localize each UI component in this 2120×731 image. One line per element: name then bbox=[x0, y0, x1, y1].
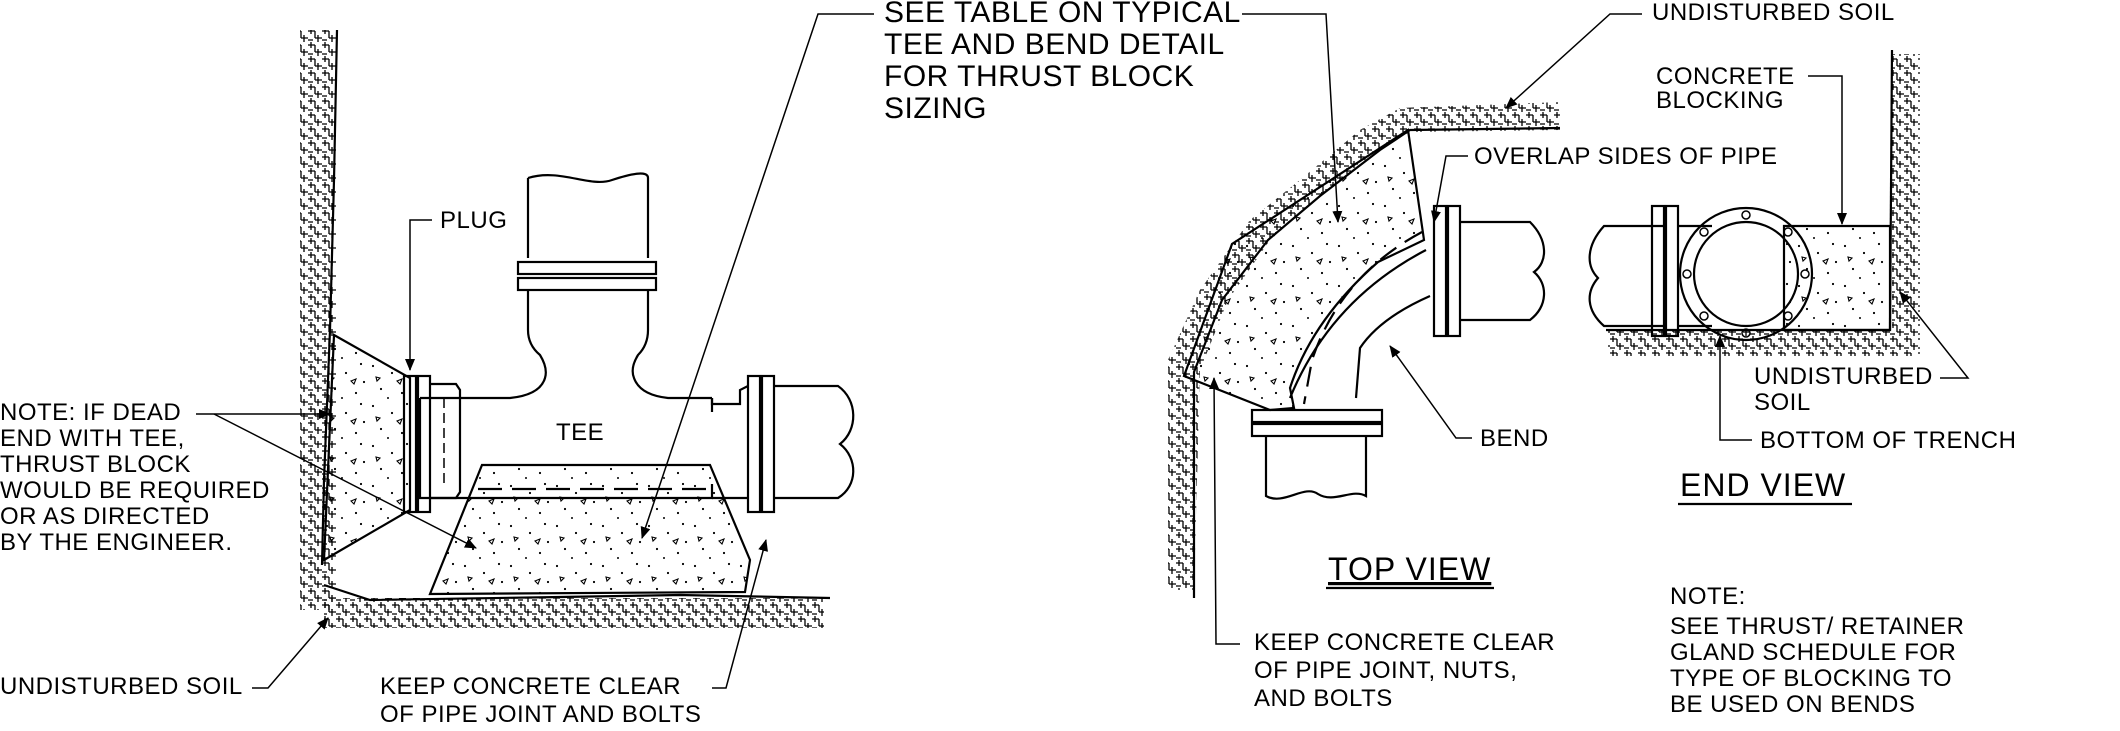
trench-wall-line bbox=[320, 29, 339, 566]
top-view: UNDISTURBED SOIL OVERLAP SIDES OF PIPE B… bbox=[1168, 0, 1895, 712]
plug-flange-1 bbox=[402, 374, 418, 514]
top-flange-b1 bbox=[1250, 408, 1384, 424]
keep-clear-line-1: KEEP CONCRETE CLEAR bbox=[380, 673, 681, 700]
end-soil-wall bbox=[1892, 54, 1920, 330]
undisturbed-soil-label: UNDISTURBED SOIL bbox=[0, 673, 243, 700]
top-pipe-bottom bbox=[1264, 436, 1368, 500]
plug-label: PLUG bbox=[440, 207, 507, 234]
svg-text:NOTE: IF DEAD: NOTE: IF DEAD bbox=[0, 399, 181, 426]
svg-text:FOR THRUST BLOCK: FOR THRUST BLOCK bbox=[884, 60, 1194, 93]
dead-end-note: NOTE: IF DEAD END WITH TEE, THRUST BLOCK… bbox=[0, 399, 270, 556]
end-pipe bbox=[1588, 224, 1664, 328]
concrete-block-plug bbox=[322, 333, 412, 562]
right-flange-2 bbox=[760, 374, 776, 514]
svg-text:END WITH TEE,: END WITH TEE, bbox=[0, 425, 185, 452]
svg-text:GLAND SCHEDULE FOR: GLAND SCHEDULE FOR bbox=[1670, 639, 1956, 666]
right-pipe bbox=[774, 384, 855, 500]
tee-detail: TEE PLUG NOTE: IF DEAD END WITH TEE, THR… bbox=[0, 29, 855, 728]
concrete-blocking-1: CONCRETE bbox=[1656, 63, 1795, 90]
concrete-block-tee bbox=[428, 463, 752, 596]
keep-clear-line-2: OF PIPE JOINT AND BOLTS bbox=[380, 701, 701, 726]
end-concrete-block bbox=[1782, 224, 1892, 332]
end-flange-1 bbox=[1650, 204, 1666, 338]
svg-text:SEE TABLE ON TYPICAL: SEE TABLE ON TYPICAL bbox=[884, 0, 1241, 29]
top-keep-clear-2: OF PIPE JOINT, NUTS, bbox=[1254, 657, 1517, 684]
svg-text:TYPE OF BLOCKING TO: TYPE OF BLOCKING TO bbox=[1670, 665, 1952, 692]
svg-text:THRUST BLOCK: THRUST BLOCK bbox=[0, 451, 191, 478]
svg-text:TEE AND BEND DETAIL: TEE AND BEND DETAIL bbox=[884, 28, 1225, 61]
trench-bottom-line bbox=[323, 583, 831, 602]
concrete-blocking-2: BLOCKING bbox=[1656, 87, 1784, 114]
svg-text:SIZING: SIZING bbox=[884, 92, 987, 125]
bottom-of-trench-label: BOTTOM OF TRENCH bbox=[1760, 427, 2016, 454]
end-soil-bottom bbox=[1608, 330, 1920, 356]
soil-bottom-left bbox=[324, 598, 824, 628]
svg-text:BY THE ENGINEER.: BY THE ENGINEER. bbox=[0, 529, 233, 556]
svg-text:BE USED ON BENDS: BE USED ON BENDS bbox=[1670, 691, 1915, 718]
tee-label: TEE bbox=[556, 419, 604, 446]
svg-text:OR AS DIRECTED: OR AS DIRECTED bbox=[0, 503, 210, 530]
top-pipe-right bbox=[1460, 220, 1546, 322]
end-undisturbed-2: SOIL bbox=[1754, 389, 1811, 416]
plug-flange-2 bbox=[416, 374, 432, 514]
top-view-title: TOP VIEW bbox=[1328, 551, 1491, 587]
top-keep-clear-1: KEEP CONCRETE CLEAR bbox=[1254, 629, 1555, 656]
top-undisturbed-soil-label: UNDISTURBED SOIL bbox=[1652, 0, 1895, 26]
end-undisturbed-1: UNDISTURBED bbox=[1754, 363, 1933, 390]
overlap-label: OVERLAP SIDES OF PIPE bbox=[1474, 143, 1778, 170]
svg-text:NOTE:: NOTE: bbox=[1670, 583, 1746, 610]
svg-text:SEE THRUST/ RETAINER: SEE THRUST/ RETAINER bbox=[1670, 613, 1964, 640]
end-flange-2 bbox=[1664, 204, 1680, 338]
branch-flange-1 bbox=[516, 260, 658, 276]
tee-body bbox=[418, 396, 714, 500]
end-pipe-bore bbox=[1692, 220, 1800, 328]
top-keep-clear-3: AND BOLTS bbox=[1254, 685, 1393, 712]
end-view-title: END VIEW bbox=[1680, 467, 1846, 503]
svg-text:WOULD BE REQUIRED: WOULD BE REQUIRED bbox=[0, 477, 270, 504]
end-flange-circle bbox=[1678, 206, 1814, 342]
top-flange-b2 bbox=[1250, 422, 1384, 438]
branch-flange-2 bbox=[516, 276, 658, 292]
bend-label: BEND bbox=[1480, 425, 1549, 452]
right-flange-1 bbox=[746, 374, 762, 514]
top-flange-r2 bbox=[1446, 204, 1462, 338]
see-table-note: SEE TABLE ON TYPICAL TEE AND BEND DETAIL… bbox=[640, 0, 1343, 539]
plug bbox=[430, 382, 462, 500]
end-view: CONCRETE BLOCKING UNDISTURBED SOIL BOTTO… bbox=[1588, 49, 2016, 718]
end-view-note: NOTE: SEE THRUST/ RETAINER GLAND SCHEDUL… bbox=[1670, 583, 1964, 718]
thrust-block-top bbox=[1182, 128, 1426, 412]
top-flange-r1 bbox=[1432, 204, 1448, 338]
branch-pipe-top bbox=[527, 172, 650, 258]
